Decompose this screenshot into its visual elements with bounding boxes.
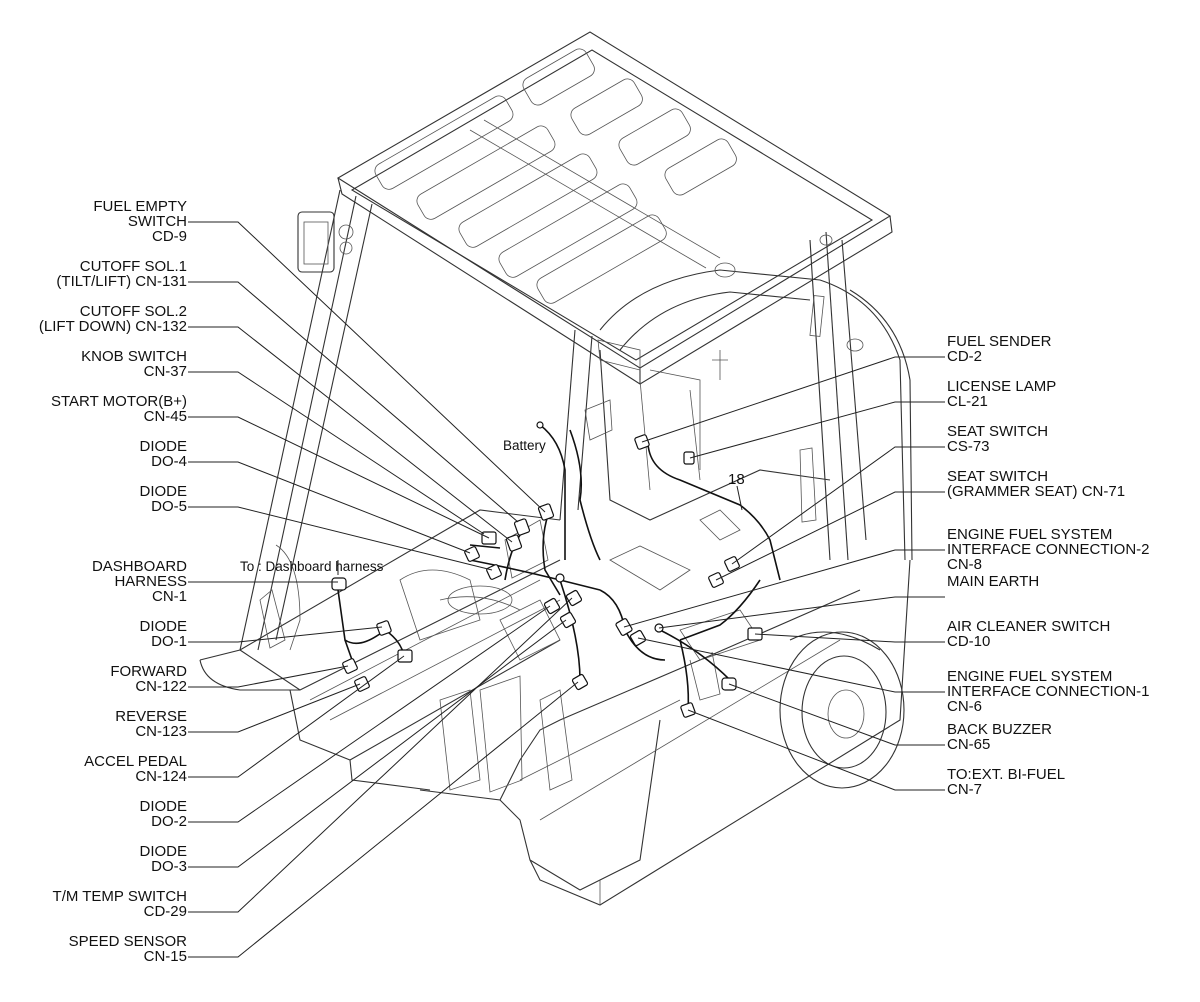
callout-diode-do-4-line: DIODE (139, 438, 187, 455)
callout-start-motor-line: CN-45 (144, 408, 187, 425)
callout-air-cleaner-switch-line: CD-10 (947, 633, 990, 650)
callout-cutoff-sol-2-line: (LIFT DOWN) CN-132 (39, 318, 187, 335)
callout-dashboard-harness-line: CN-1 (152, 588, 187, 605)
callout-diode-do-4-line: DO-4 (151, 453, 187, 470)
callout-reverse-line: REVERSE (115, 708, 187, 725)
callout-cutoff-sol-1-line: CUTOFF SOL.1 (80, 258, 187, 275)
callout-start-motor-line: START MOTOR(B+) (51, 393, 187, 410)
callout-seat-switch-line: SEAT SWITCH (947, 423, 1048, 440)
callout-fuel-sender-line: FUEL SENDER (947, 333, 1052, 350)
callout-diode-do-1-line: DIODE (139, 618, 187, 635)
callout-ext-bi-fuel-line: CN-7 (947, 781, 982, 798)
callout-diode-do-1-line: DO-1 (151, 633, 187, 650)
callout-diode-do-5-line: DO-5 (151, 498, 187, 515)
callout-seat-switch-grammer-line: (GRAMMER SEAT) CN-71 (947, 483, 1125, 500)
callout-seat-switch-line: CS-73 (947, 438, 990, 455)
callout-accel-pedal-line: CN-124 (135, 768, 187, 785)
left-leader-lines (188, 221, 579, 958)
callout-engine-fuel-system-1-line: CN-6 (947, 698, 982, 715)
callout-cutoff-sol-2-line: CUTOFF SOL.2 (80, 303, 187, 320)
callout-back-buzzer-line: BACK BUZZER (947, 721, 1052, 738)
harness-connectors (331, 421, 763, 718)
callout-knob-switch-line: KNOB SWITCH (81, 348, 187, 365)
callout-diode-do-3-line: DO-3 (151, 858, 187, 875)
callout-diode-do-2-line: DO-2 (151, 813, 187, 830)
callout-engine-fuel-system-1-line: INTERFACE CONNECTION-1 (947, 683, 1150, 700)
callout-main-earth: MAIN EARTH (947, 573, 1039, 590)
callout-license-lamp-line: LICENSE LAMP (947, 378, 1056, 395)
callout-ext-bi-fuel-line: TO:EXT. BI-FUEL (947, 766, 1065, 783)
callout-engine-fuel-system-1-line: ENGINE FUEL SYSTEM (947, 668, 1112, 685)
callout-diode-do-5-line: DIODE (139, 483, 187, 500)
callout-back-buzzer-line: CN-65 (947, 736, 990, 753)
callout-cutoff-sol-2: CUTOFF SOL.2(LIFT DOWN) CN-132 (39, 303, 187, 335)
callout-fuel-empty-switch-line: SWITCH (128, 213, 187, 230)
dashboard-harness-note: To : Dashboard harness (240, 559, 384, 574)
callout-air-cleaner-switch-line: AIR CLEANER SWITCH (947, 618, 1110, 635)
callout-dashboard-harness-line: HARNESS (114, 573, 187, 590)
callout-speed-sensor-line: CN-15 (144, 948, 187, 965)
callout-license-lamp-line: CL-21 (947, 393, 988, 410)
callout-engine-fuel-system-2-line: CN-8 (947, 556, 982, 573)
forklift-body (199, 31, 913, 906)
callout-diode-do-2-line: DIODE (139, 798, 187, 815)
callout-seat-switch-grammer: SEAT SWITCH(GRAMMER SEAT) CN-71 (947, 468, 1125, 500)
callout-fuel-empty-switch-line: FUEL EMPTY (93, 198, 187, 215)
callout-engine-fuel-system-2-line: INTERFACE CONNECTION-2 (947, 541, 1150, 558)
callout-diode-do-3-line: DIODE (139, 843, 187, 860)
callout-accel-pedal-line: ACCEL PEDAL (84, 753, 187, 770)
callout-engine-fuel-system-2-line: ENGINE FUEL SYSTEM (947, 526, 1112, 543)
callout-dashboard-harness-line: DASHBOARD (92, 558, 187, 575)
callout-forward-line: FORWARD (110, 663, 187, 680)
callout-tm-temp-switch-line: CD-29 (144, 903, 187, 920)
right-leader-lines (623, 356, 945, 791)
callout-main-earth-line: MAIN EARTH (947, 573, 1039, 590)
item-number-label: 18 (728, 471, 745, 488)
callout-tm-temp-switch-line: T/M TEMP SWITCH (53, 888, 187, 905)
callout-cutoff-sol-1-line: (TILT/LIFT) CN-131 (56, 273, 187, 290)
callout-fuel-empty-switch-line: CD-9 (152, 228, 187, 245)
callout-start-motor: START MOTOR(B+)CN-45 (51, 393, 187, 425)
callout-knob-switch-line: CN-37 (144, 363, 187, 380)
callout-speed-sensor-line: SPEED SENSOR (69, 933, 188, 950)
callout-forward-line: CN-122 (135, 678, 187, 695)
callout-seat-switch-grammer-line: SEAT SWITCH (947, 468, 1048, 485)
battery-label: Battery (503, 438, 546, 453)
callout-fuel-sender-line: CD-2 (947, 348, 982, 365)
harness-wires (337, 424, 781, 711)
callout-reverse-line: CN-123 (135, 723, 187, 740)
callout-cutoff-sol-1: CUTOFF SOL.1(TILT/LIFT) CN-131 (56, 258, 187, 290)
